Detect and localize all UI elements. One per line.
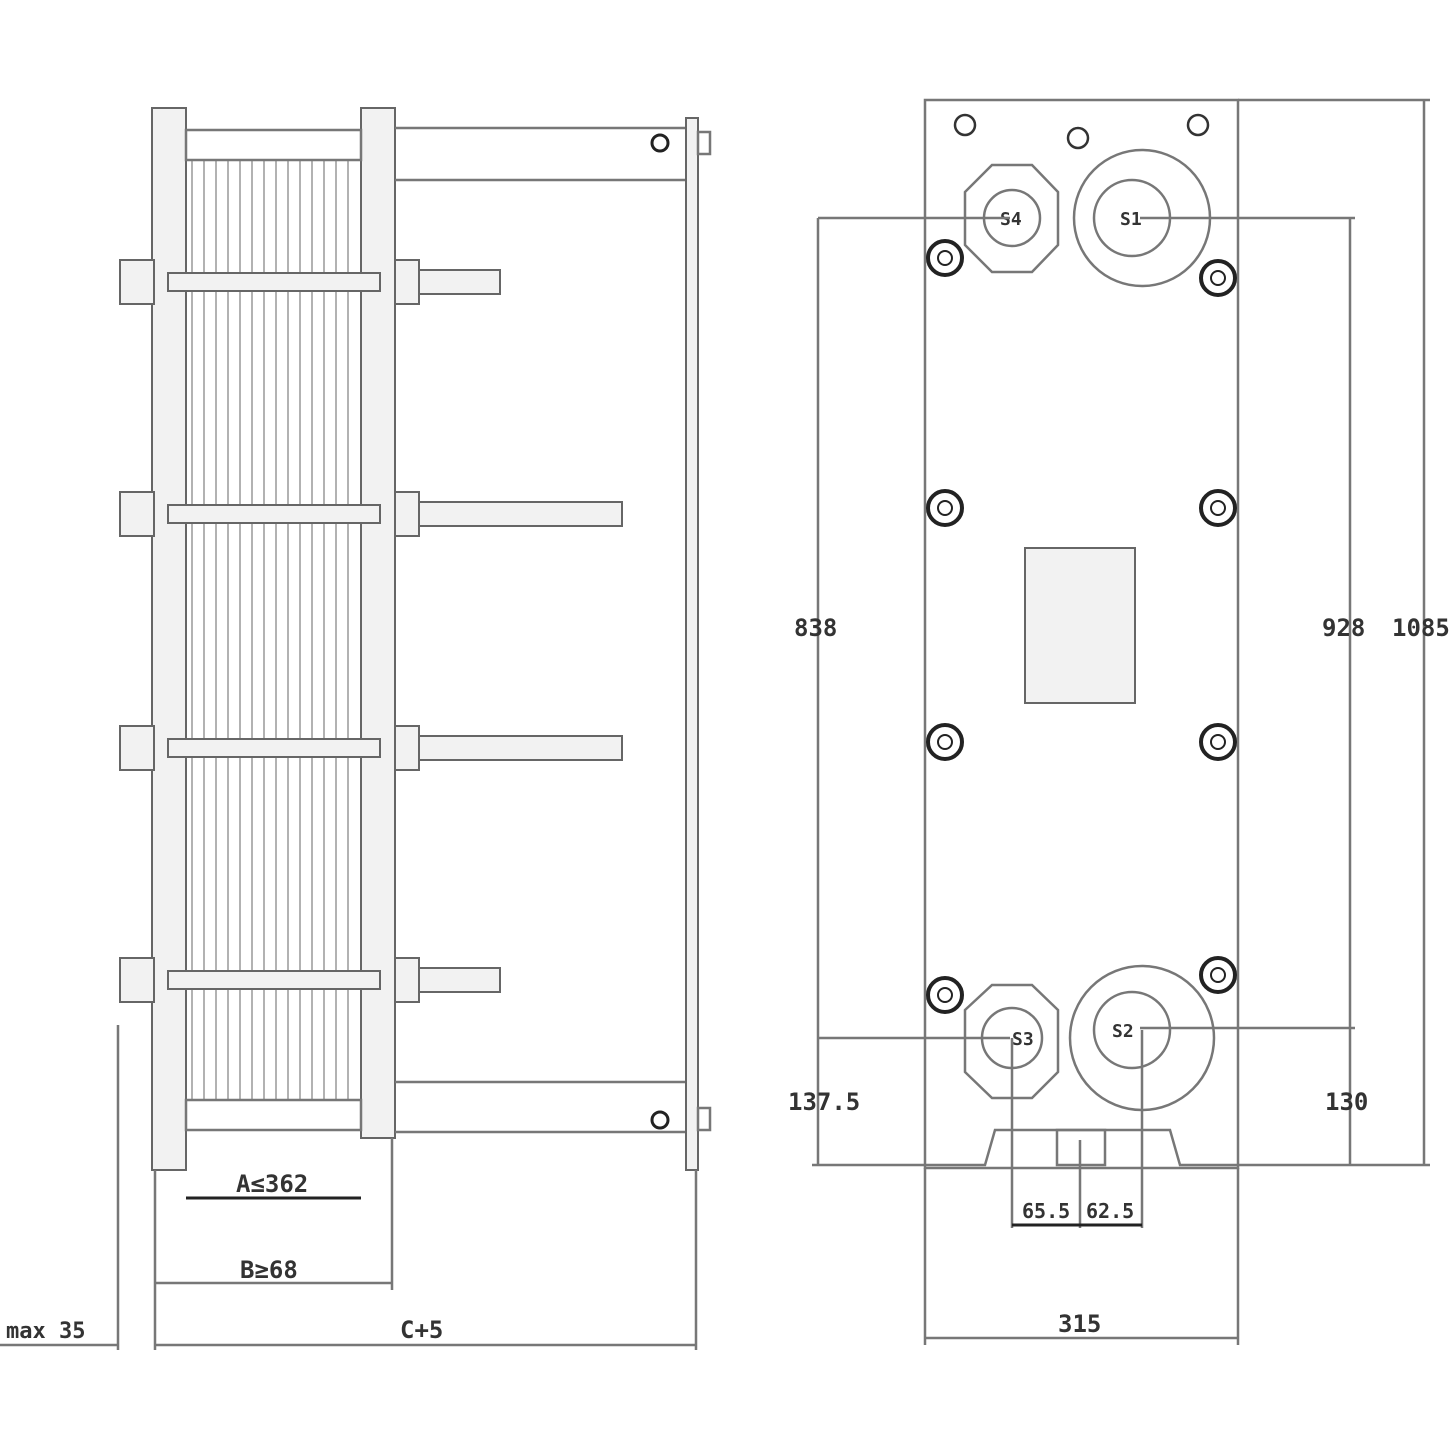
nut-icon <box>1199 723 1237 761</box>
tie-bolt <box>119 491 623 537</box>
dim-1085-label: 1085 <box>1392 614 1450 642</box>
bolt-hole-icon <box>953 113 977 137</box>
svg-text:S1: S1 <box>1120 209 1142 230</box>
dim-62-5-label: 62.5 <box>1086 1199 1134 1223</box>
dim-a-label: A≤362 <box>236 1170 308 1198</box>
bolt-nuts <box>926 113 1237 1014</box>
tie-bolt <box>119 725 623 771</box>
nameplate <box>1024 547 1136 704</box>
nut-icon <box>1199 956 1237 994</box>
nut-icon <box>926 239 964 277</box>
bolt-hole-icon <box>650 133 670 153</box>
nut-icon <box>1199 489 1237 527</box>
dim-max-label: max 35 <box>6 1319 85 1344</box>
side-view: A≤362 B≥68 C+5 max 35 <box>0 107 712 1350</box>
front-view: 315 S4 S1 S3 S2 838 <box>788 98 1450 1345</box>
svg-text:S3: S3 <box>1012 1029 1034 1050</box>
dim-width-label: 315 <box>1058 1310 1101 1338</box>
dim-65-5-label: 65.5 <box>1022 1199 1070 1223</box>
tie-bolt <box>119 957 501 1003</box>
port-s4: S4 <box>963 163 1060 274</box>
dim-137-5-label: 137.5 <box>788 1088 860 1116</box>
dim-928-label: 928 <box>1322 614 1365 642</box>
bolt-hole-icon <box>1186 113 1210 137</box>
dim-130-label: 130 <box>1325 1088 1368 1116</box>
support-column <box>685 117 699 1171</box>
bolt-hole-icon <box>1066 126 1090 150</box>
nut-icon <box>1199 259 1237 297</box>
nut-icon <box>926 976 964 1014</box>
dim-b-label: B≥68 <box>240 1256 298 1284</box>
tie-bolts <box>119 259 623 1003</box>
bottom-bar <box>184 1098 363 1132</box>
bolt-hole-icon <box>650 1110 670 1130</box>
tie-bolt <box>119 259 501 305</box>
plate-pack <box>191 160 349 1100</box>
svg-text:S4: S4 <box>1000 209 1022 230</box>
dim-c-label: C+5 <box>400 1316 443 1344</box>
svg-text:S2: S2 <box>1112 1021 1134 1042</box>
top-bar <box>184 128 363 162</box>
nut-icon <box>926 723 964 761</box>
fixed-frame-plate <box>151 107 187 1171</box>
dim-838-label: 838 <box>794 614 837 642</box>
nut-icon <box>926 489 964 527</box>
frame-plate-outline <box>923 98 1240 1170</box>
